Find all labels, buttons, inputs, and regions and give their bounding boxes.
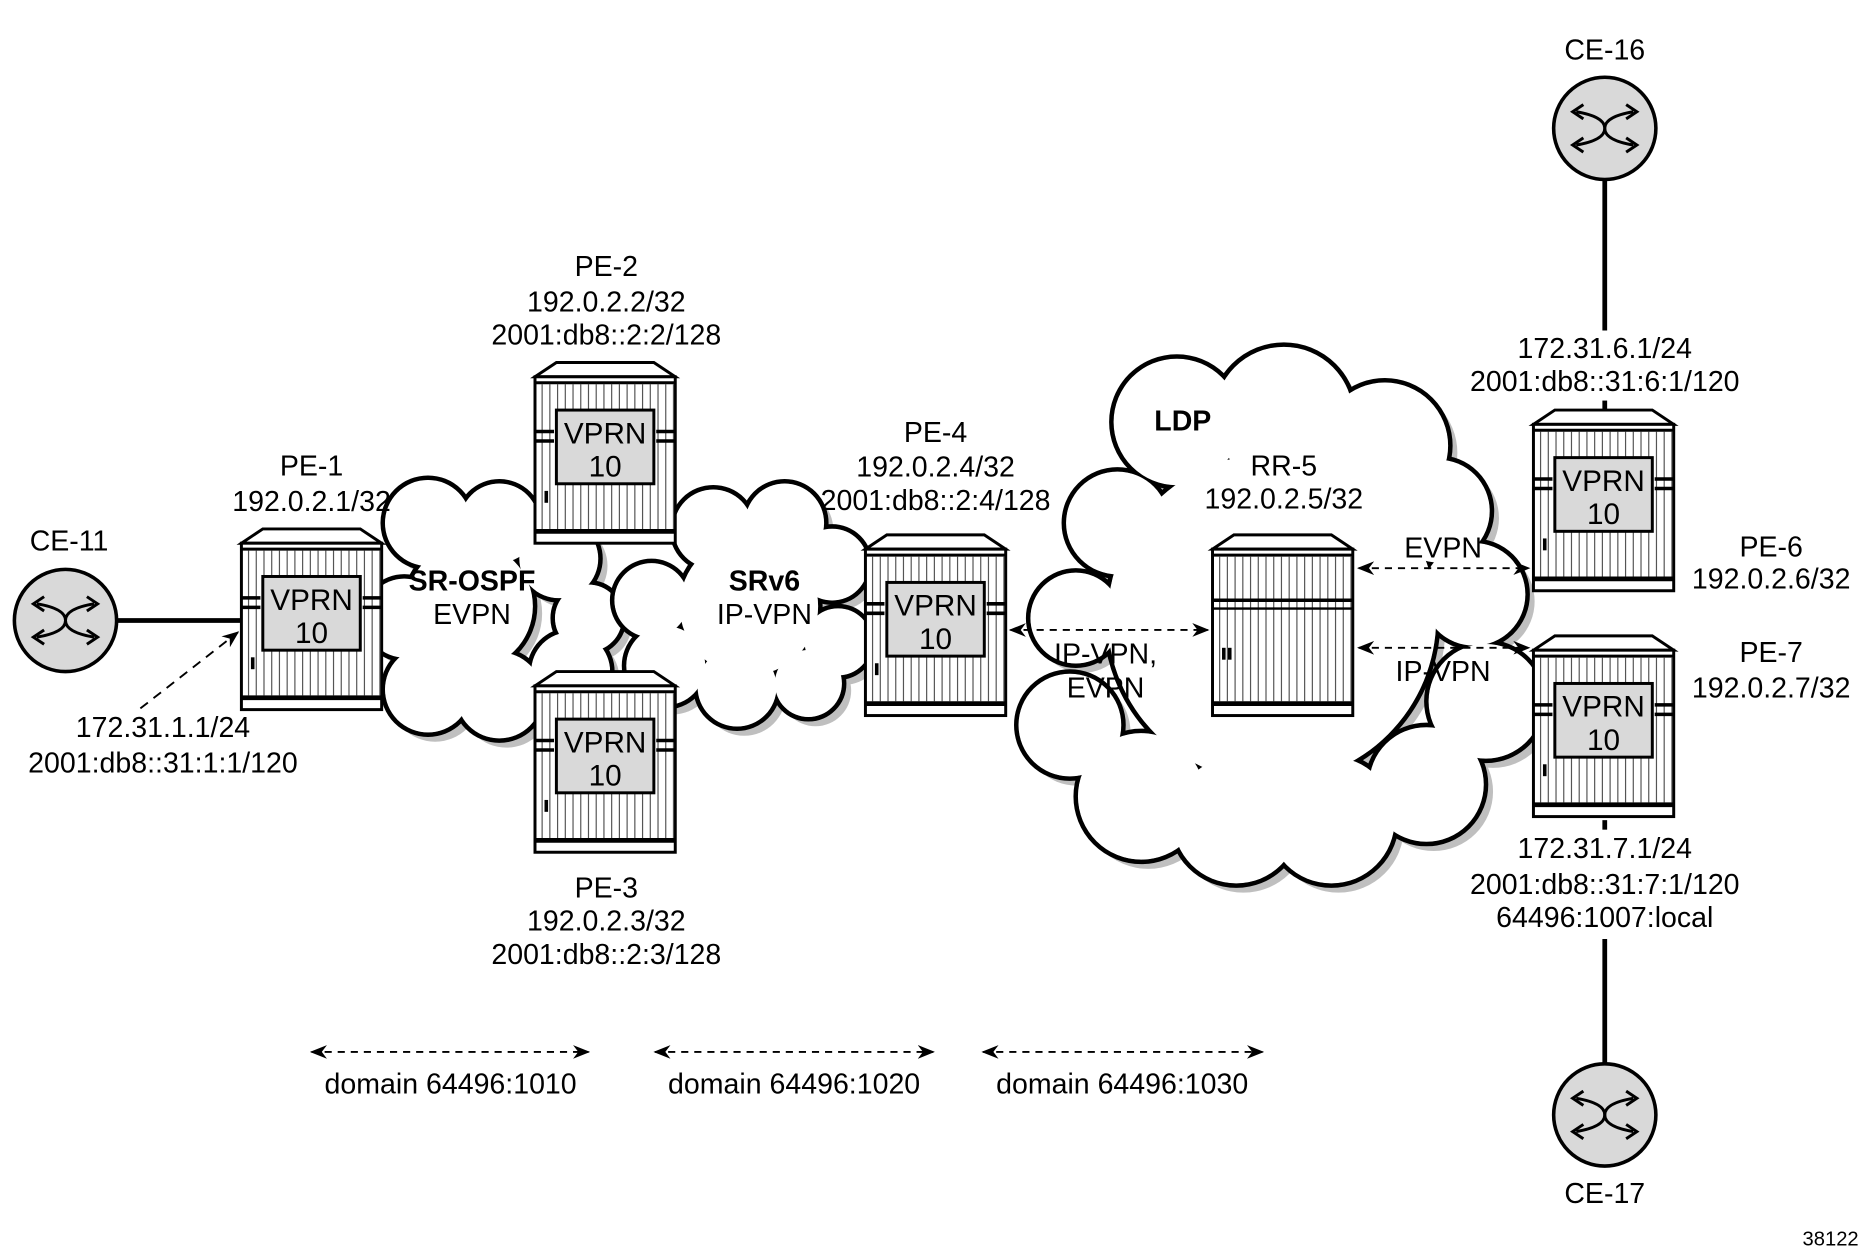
pe1-label: PE-1 (280, 450, 343, 482)
pe1-if-ipv6: 2001:db8::31:1:1/120 (28, 748, 298, 780)
interface-pointer-pe1 (139, 631, 240, 710)
pe6-if-ipv4: 172.31.6.1/24 (1518, 333, 1693, 365)
pe7-ipv4: 192.0.2.7/32 (1692, 673, 1851, 705)
pe2-vprn-label: VPRN (564, 417, 647, 450)
led-icon (544, 490, 549, 503)
cloud-sr-ospf-title: SR-OSPF (409, 566, 536, 598)
pe3-vprn-id: 10 (589, 760, 622, 793)
cloud-srv6-service: IP-VPN (717, 599, 812, 631)
pe4-ipv6: 2001:db8::2:4/128 (821, 485, 1051, 517)
links (116, 179, 1608, 1064)
ce16-label: CE-16 (1564, 34, 1645, 66)
pe7-vprn-id: 10 (1587, 724, 1620, 757)
pe7-if-ipv6: 2001:db8::31:7:1/120 (1470, 869, 1740, 901)
cloud-srv6 (609, 479, 881, 736)
pe3-label: PE-3 (575, 872, 638, 904)
domain-label-1030: domain 64496:1030 (996, 1069, 1248, 1101)
ce16-router-icon[interactable] (1551, 75, 1658, 182)
ce11-router-icon[interactable] (12, 567, 119, 674)
pe6-if-ipv6: 2001:db8::31:6:1/120 (1470, 366, 1740, 398)
cloud-sr-ospf (360, 475, 632, 748)
cloud-sr-ospf-service: EVPN (433, 599, 511, 631)
labels: CE-11 CE-16 CE-17 PE-1 192.0.2.1/32 172.… (28, 34, 1858, 1250)
led-icon (1222, 647, 1226, 660)
pe4-vprn-id: 10 (919, 623, 952, 656)
led-icon (1227, 647, 1232, 660)
session-pe4-rr5-label-1: IP-VPN, (1054, 638, 1157, 670)
cloud-ldp-title: LDP (1154, 405, 1211, 437)
pe6-label: PE-6 (1739, 531, 1802, 563)
pe2-ipv4: 192.0.2.2/32 (527, 286, 686, 318)
pe4-label: PE-4 (904, 417, 968, 449)
cloud-srv6-title: SRv6 (729, 566, 800, 598)
ce17-router-icon[interactable] (1551, 1062, 1658, 1168)
pe4-ipv4: 192.0.2.4/32 (856, 452, 1015, 484)
pe3-vprn-label: VPRN (564, 726, 647, 759)
pe2-vprn-id: 10 (589, 451, 622, 484)
pe2-label: PE-2 (575, 251, 638, 283)
pe3-ipv6: 2001:db8::2:3/128 (491, 939, 721, 971)
rr5-ipv4: 192.0.2.5/32 (1205, 484, 1364, 516)
led-icon (1542, 764, 1547, 777)
pe6-vprn-id: 10 (1587, 498, 1620, 531)
rr5-router[interactable] (1207, 533, 1358, 718)
pe7-if-rd: 64496:1007:local (1496, 902, 1713, 934)
ce17-label: CE-17 (1564, 1178, 1645, 1210)
pe2-ipv6: 2001:db8::2:2/128 (491, 320, 721, 352)
figure-id: 38122 (1803, 1229, 1859, 1251)
pe3-ipv4: 192.0.2.3/32 (527, 906, 686, 938)
domain-label-1020: domain 64496:1020 (668, 1069, 920, 1101)
led-icon (544, 799, 549, 812)
pe1-vprn-label: VPRN (270, 584, 353, 617)
pe4-vprn-label: VPRN (894, 590, 977, 623)
ce11-label: CE-11 (30, 525, 109, 557)
pe6-vprn-label: VPRN (1562, 465, 1645, 498)
pe1-if-ipv4: 172.31.1.1/24 (76, 712, 251, 744)
led-icon (874, 663, 879, 676)
domain-label-1010: domain 64496:1010 (325, 1069, 577, 1101)
session-pe4-rr5-label-2: EVPN (1067, 673, 1145, 705)
pe1-vprn-id: 10 (295, 617, 328, 650)
session-rr5-pe7-label: IP-VPN (1396, 656, 1491, 688)
rr5-label: RR-5 (1251, 450, 1318, 482)
pe6-ipv4: 192.0.2.6/32 (1692, 563, 1851, 595)
led-icon (1542, 538, 1547, 551)
led-icon (250, 657, 255, 670)
pe7-if-ipv4: 172.31.7.1/24 (1518, 833, 1693, 865)
session-rr5-pe6-label: EVPN (1404, 532, 1482, 564)
pe1-ipv4: 192.0.2.1/32 (232, 486, 391, 518)
cloud-ldp (1014, 342, 1553, 893)
pe7-vprn-label: VPRN (1562, 691, 1645, 724)
pe7-label: PE-7 (1739, 637, 1802, 669)
